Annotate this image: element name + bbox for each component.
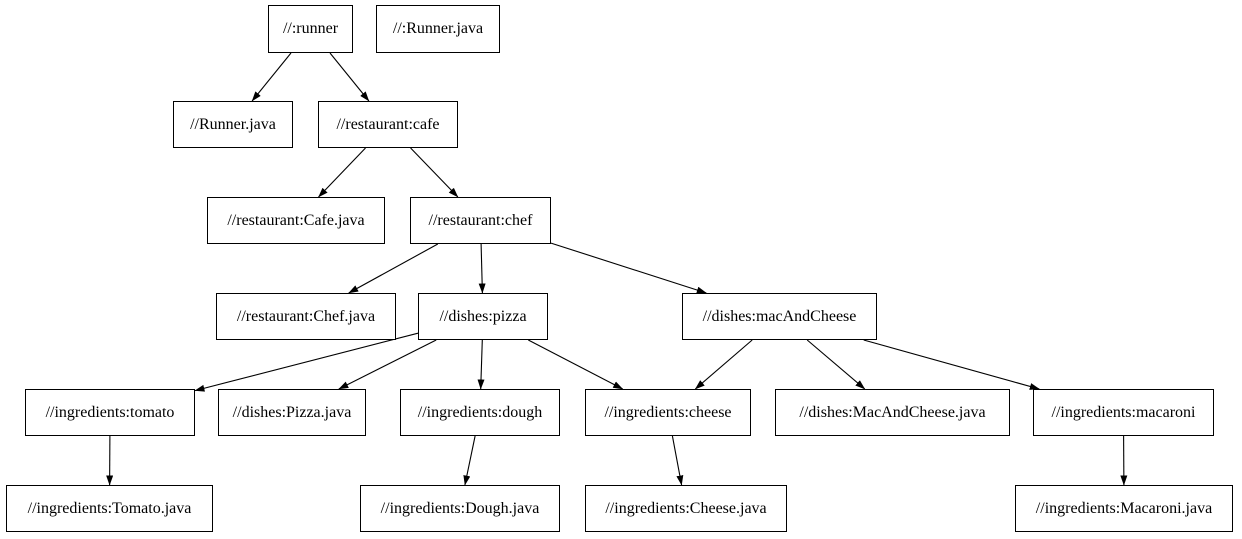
- graph-node-label: //:runner: [282, 20, 339, 37]
- graph-node-macaroni: //ingredients:macaroni: [1033, 389, 1214, 436]
- graph-node-pizza: //dishes:pizza: [418, 293, 548, 340]
- edge-chef-to-chef-java: [348, 243, 439, 294]
- graph-node-tomato: //ingredients:tomato: [25, 389, 195, 436]
- graph-node-dough: //ingredients:dough: [400, 389, 560, 436]
- graph-node-cafe-java: //restaurant:Cafe.java: [207, 197, 385, 244]
- edge-cafe-to-chef: [410, 147, 459, 198]
- graph-node-label: //ingredients:macaroni: [1051, 403, 1196, 421]
- graph-node-cafe: //restaurant:cafe: [318, 101, 458, 148]
- edge-runner-to-runner-java-file: [251, 52, 292, 102]
- graph-node-runner-java-target: //:Runner.java: [376, 5, 500, 53]
- graph-node-label: //ingredients:dough: [417, 403, 543, 421]
- edge-runner-to-cafe: [329, 52, 370, 102]
- edge-pizza-to-pizza-java: [338, 339, 437, 390]
- graph-node-label: //Runner.java: [190, 115, 276, 133]
- edge-mac-and-cheese-to-cheese: [694, 339, 753, 390]
- graph-node-label: //ingredients:Cheese.java: [605, 499, 767, 517]
- graph-node-mac-and-cheese: //dishes:macAndCheese: [682, 293, 877, 340]
- graph-node-label: //dishes:MacAndCheese.java: [799, 403, 986, 421]
- graph-node-dough-java: //ingredients:Dough.java: [360, 485, 560, 532]
- graph-node-chef-java: //restaurant:Chef.java: [216, 293, 396, 340]
- graph-node-chef: //restaurant:chef: [410, 197, 551, 244]
- graph-node-label: //dishes:pizza: [439, 307, 527, 325]
- edge-pizza-to-tomato: [194, 332, 419, 392]
- graph-node-label: //ingredients:Tomato.java: [27, 499, 192, 517]
- graph-node-tomato-java: //ingredients:Tomato.java: [6, 485, 213, 532]
- graph-node-cheese-java: //ingredients:Cheese.java: [585, 485, 787, 532]
- graph-node-macaroni-java: //ingredients:Macaroni.java: [1015, 485, 1233, 532]
- edge-chef-to-mac-and-cheese: [550, 242, 707, 294]
- edge-pizza-to-cheese: [528, 339, 624, 390]
- graph-node-runner-java-file: //Runner.java: [173, 101, 293, 148]
- edge-cheese-to-cheese-java: [671, 435, 684, 486]
- graph-node-label: //ingredients:tomato: [45, 403, 175, 421]
- graph-node-cheese: //ingredients:cheese: [585, 389, 751, 436]
- graph-node-label: //restaurant:Chef.java: [236, 307, 376, 325]
- graph-node-label: //ingredients:Macaroni.java: [1035, 499, 1213, 517]
- edge-mac-and-cheese-to-macaroni: [863, 339, 1040, 390]
- graph-node-pizza-java: //dishes:Pizza.java: [218, 389, 366, 436]
- edge-chef-to-pizza: [478, 243, 486, 294]
- edge-pizza-to-dough: [477, 339, 485, 390]
- graph-node-mac-and-cheese-java: //dishes:MacAndCheese.java: [775, 389, 1010, 436]
- graph-node-label: //dishes:macAndCheese: [702, 307, 857, 325]
- edge-dough-to-dough-java: [463, 435, 476, 486]
- graph-node-label: //ingredients:Dough.java: [380, 499, 540, 517]
- graph-node-label: //:Runner.java: [392, 20, 484, 37]
- graph-node-label: //restaurant:Cafe.java: [227, 211, 365, 229]
- graph-node-runner: //:runner: [268, 5, 353, 53]
- edge-mac-and-cheese-to-mac-and-cheese-java: [806, 339, 866, 390]
- graph-node-label: //restaurant:cafe: [336, 115, 440, 133]
- graph-node-label: //restaurant:chef: [428, 211, 533, 229]
- edge-cafe-to-cafe-java: [318, 147, 366, 198]
- graph-node-label: //ingredients:cheese: [604, 403, 732, 421]
- graph-node-label: //dishes:Pizza.java: [232, 403, 352, 421]
